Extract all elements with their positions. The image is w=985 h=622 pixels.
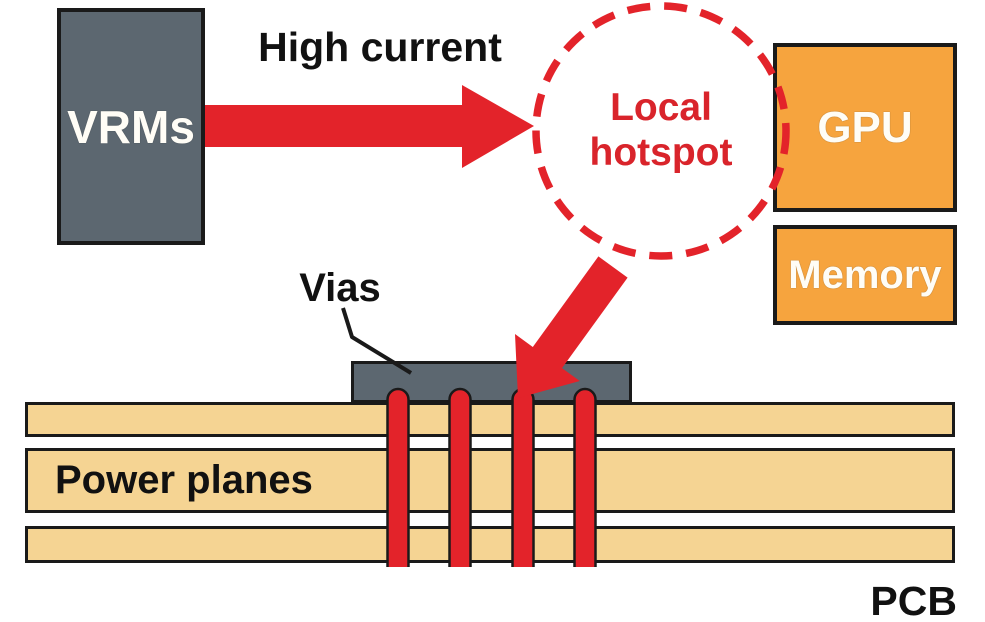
power-plane-layer-3 (25, 526, 955, 563)
local-hotspot-label-line2: hotspot (589, 131, 733, 174)
high-current-label: High current (258, 24, 502, 70)
local-hotspot-label-line1: Local (610, 86, 712, 130)
high-current-arrow (205, 85, 534, 168)
gpu-label: GPU (817, 102, 913, 152)
power-planes-label: Power planes (55, 458, 313, 502)
chip-package (351, 361, 632, 403)
gpu-box: GPU (773, 43, 957, 212)
local-hotspot-label: Local hotspot (536, 6, 786, 256)
memory-label: Memory (788, 252, 942, 297)
vias-label: Vias (299, 266, 381, 310)
vrms-box: VRMs (57, 8, 205, 245)
power-plane-layer-2 (25, 448, 955, 513)
pcb-label: PCB (870, 578, 957, 622)
power-plane-layer-1 (25, 402, 955, 437)
memory-box: Memory (773, 225, 957, 325)
vrms-label: VRMs (67, 100, 195, 153)
